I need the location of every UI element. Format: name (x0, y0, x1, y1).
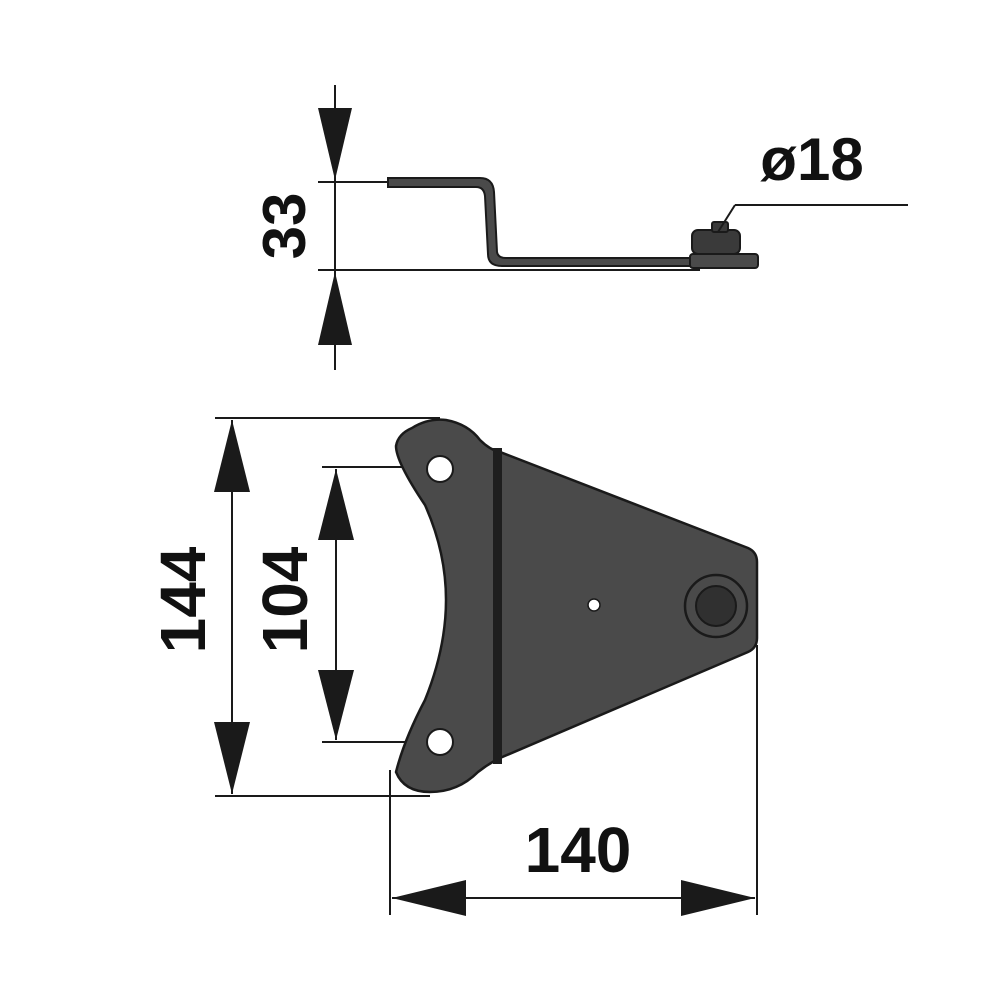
dimension-label-104: 104 (249, 546, 321, 653)
bracket-plate (394, 418, 759, 794)
plate-end-flange (689, 253, 759, 269)
leader-line-diameter-slope (717, 204, 736, 233)
dimension-label-33: 33 (251, 193, 318, 260)
arrow-down-top (318, 108, 352, 180)
mounting-hole-top (426, 455, 454, 483)
arrow-140-right (681, 880, 755, 916)
dimension-label-140: 140 (525, 814, 632, 886)
dimension-33-arrows (318, 85, 352, 370)
dimension-label-144: 144 (147, 546, 219, 653)
pin-head-side (691, 229, 741, 255)
bent-plate-profile (387, 177, 701, 267)
arrow-up-bottom (318, 272, 352, 345)
center-hole (587, 598, 601, 612)
arrow-104-top (318, 469, 354, 540)
side-view: 33 ø18 (251, 85, 908, 370)
mounting-hole-bottom (426, 728, 454, 756)
pin-inner (695, 585, 737, 627)
bend-line (493, 448, 502, 764)
arrow-140-left (392, 880, 466, 916)
arrow-104-bottom (318, 670, 354, 740)
arrow-144-top (214, 420, 250, 492)
front-view: 144 104 140 (147, 417, 759, 916)
arrow-144-bottom (214, 722, 250, 794)
dimension-label-diameter: ø18 (760, 126, 863, 193)
